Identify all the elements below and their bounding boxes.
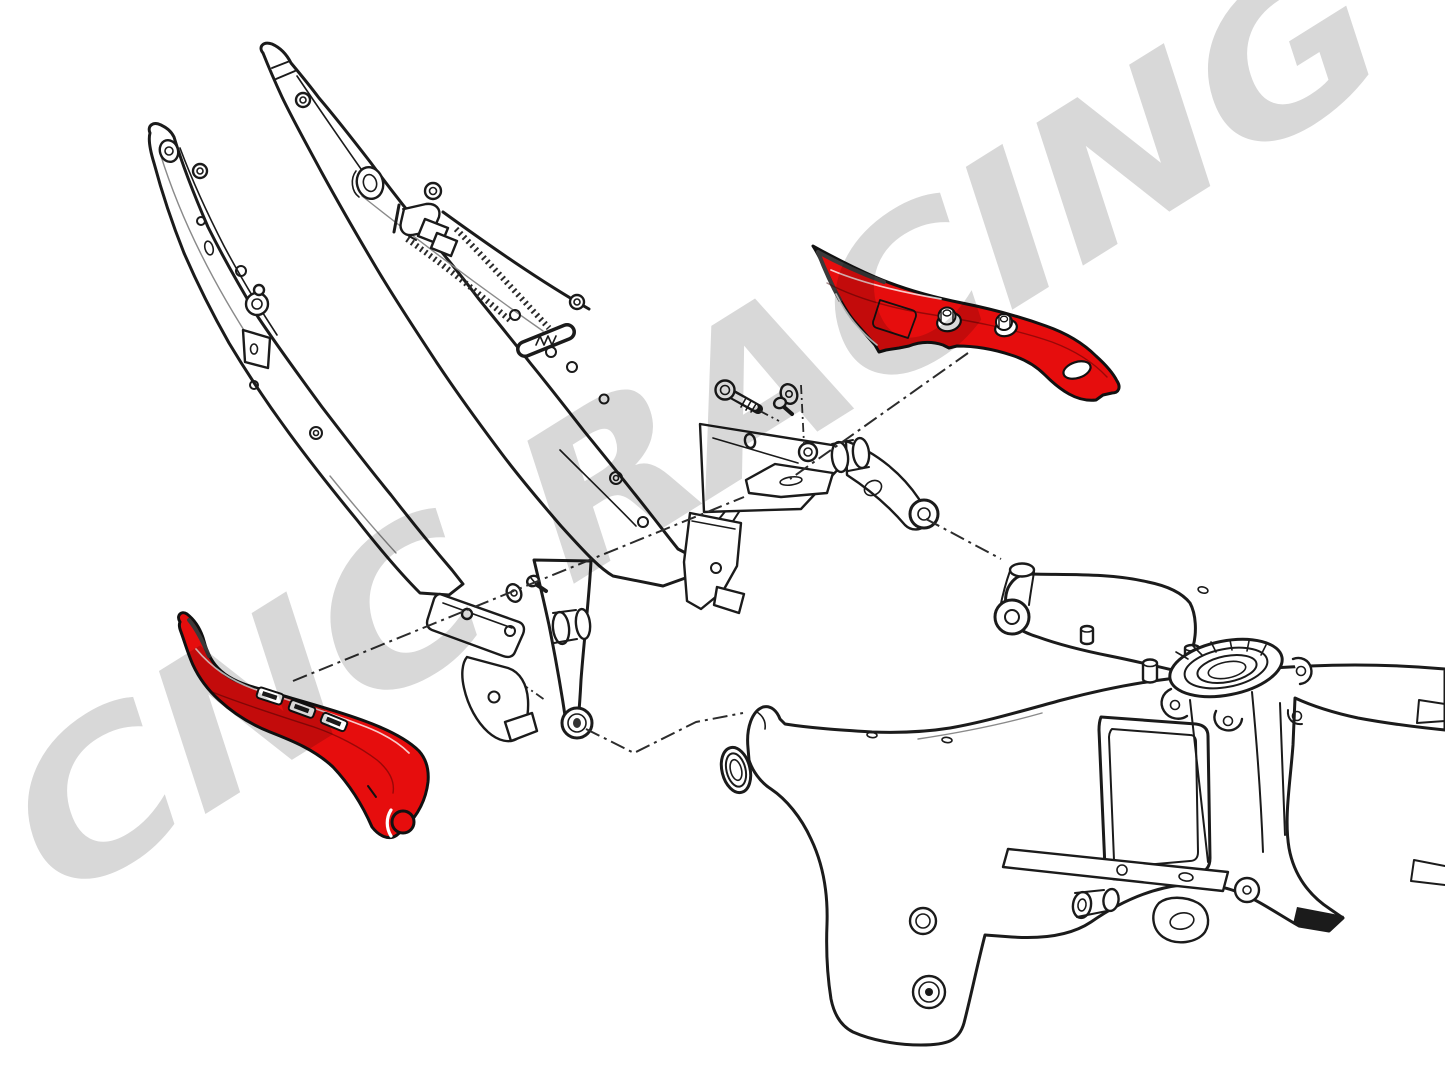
grommet: [908, 906, 938, 936]
cover-recess: [872, 299, 917, 339]
leader-lines: [292, 352, 1002, 754]
leader-leg-to-frame: [585, 712, 744, 754]
spring-pin: [392, 203, 401, 234]
cover-foot: [390, 809, 416, 835]
serrated-strip: [453, 226, 552, 331]
bump-stop: [1008, 562, 1036, 578]
leader-left-cover: [292, 496, 745, 682]
subframe-rail: [259, 41, 703, 588]
highlighted-covers: [177, 244, 1121, 840]
rail-boss: [244, 291, 270, 317]
cover-slot: [319, 711, 349, 733]
heel-bracket: [1152, 896, 1210, 944]
pivot-eye: [993, 598, 1031, 636]
lower-foot-bracket: [461, 481, 753, 743]
front-tube: [719, 745, 753, 795]
leader-right-cover: [789, 352, 969, 480]
cover-mounting-bolt-icon: [994, 313, 1018, 338]
leader-screw-axis: [800, 384, 805, 445]
right-frame-cover: [811, 244, 1121, 402]
rail-ring: [423, 181, 443, 201]
shock-mount-flange: [1160, 637, 1313, 732]
bracket-pivot-hole: [797, 441, 819, 463]
cover-slot: [255, 686, 285, 706]
rail-eyelet: [158, 138, 180, 164]
left-rail: [147, 122, 465, 597]
rail-foot-plate: [425, 592, 526, 659]
middle-link: [744, 462, 835, 499]
inner-brace: [1001, 847, 1230, 893]
cover-slot: [287, 699, 317, 719]
cover-mounting-bolt-icon: [936, 306, 962, 333]
socket-head-bolt-icon: [714, 379, 780, 422]
subframe-lower-leg: [504, 558, 594, 740]
hook-wedge: [1293, 907, 1344, 931]
leader-arm-to-pivot: [925, 518, 1002, 560]
bushing-barrel: [1071, 887, 1120, 920]
mount-bracket-cluster: [698, 422, 940, 531]
top-arm: [1004, 572, 1197, 674]
grommet: [911, 974, 947, 1010]
serrated-strip: [405, 236, 514, 325]
left-frame-cover: [177, 611, 430, 840]
frame-window: [1097, 715, 1212, 881]
plate-hole: [460, 607, 474, 621]
rail-bushing: [355, 165, 385, 201]
countersunk-screw-icon: [772, 396, 794, 416]
washer-icon: [505, 583, 523, 603]
cover-oval-hole: [1062, 360, 1092, 380]
rear-frame: [719, 562, 1445, 1047]
